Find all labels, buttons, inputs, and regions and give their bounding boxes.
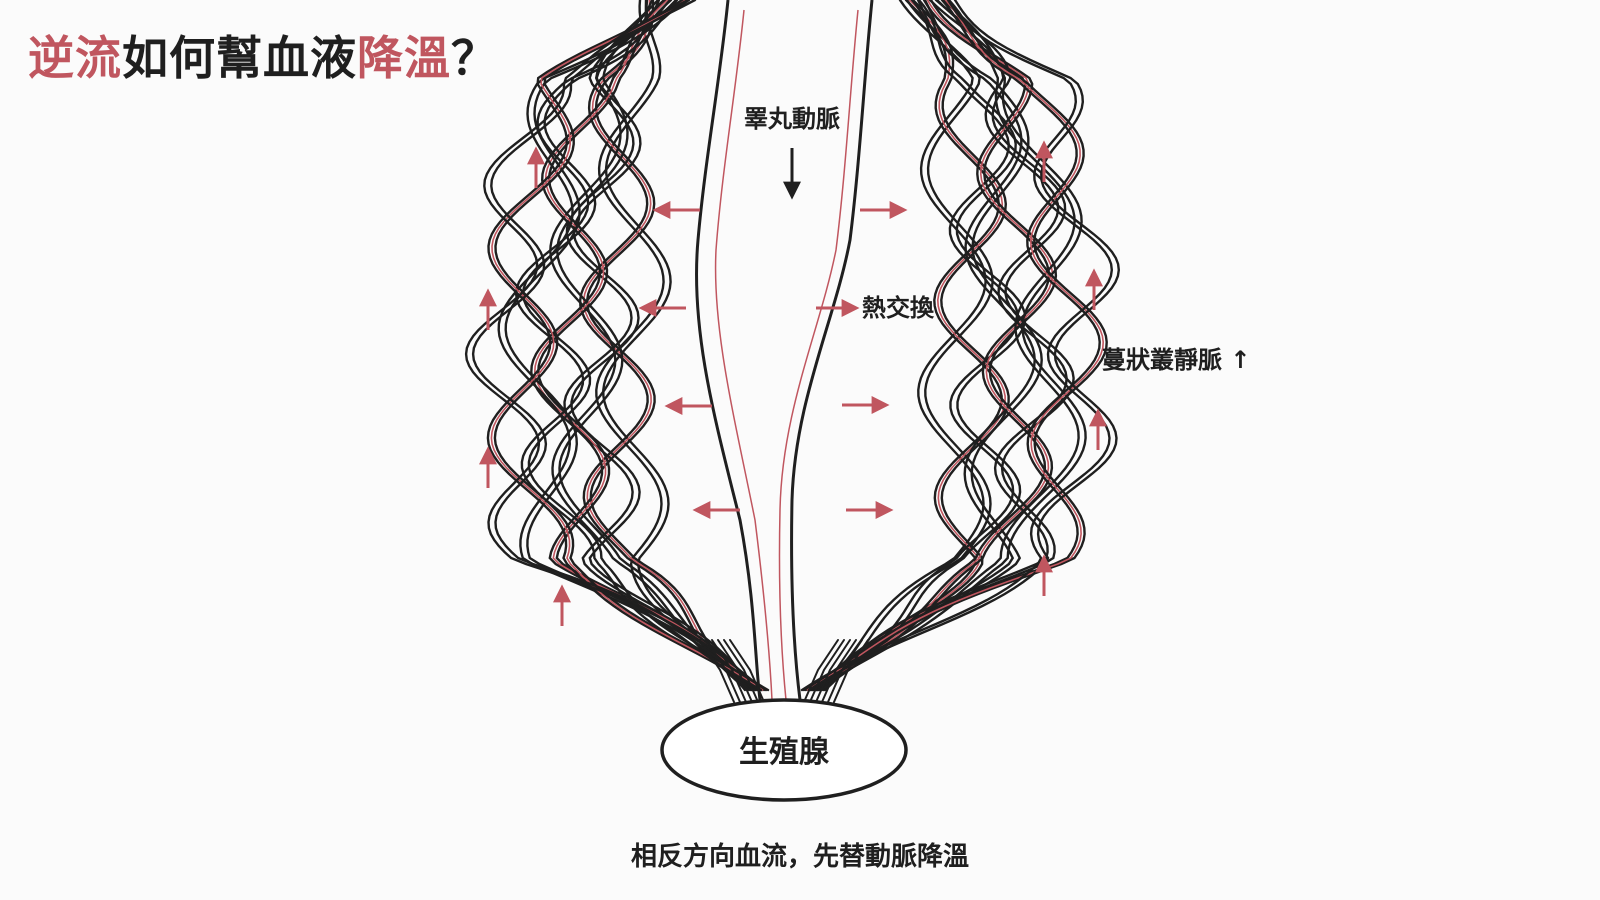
vein-strand [717,639,753,703]
vein-strand [549,0,753,692]
vein-strand [815,639,851,703]
page-title: 逆流如何幫血液降溫？ [28,22,498,88]
vein-strand [803,639,839,703]
title-middle: 如何幫血液 [122,31,357,85]
vein-strand [808,0,1051,692]
heat-arrows-left [638,201,740,519]
gonad: 生殖腺 [660,698,908,802]
venous-flow-arrows [479,140,1107,626]
vein-strand [490,0,764,691]
vein-strand [811,0,1087,692]
vessel-bundle [699,639,869,703]
vein-strand [699,639,735,703]
vein-strand [602,0,754,692]
pampiniform-plexus-left [464,0,770,692]
heat-exchange-label: 熱交換 [862,294,935,322]
title-question: ？ [451,31,498,85]
vein-strand [570,0,758,692]
vein-strand [556,0,760,692]
vein-strand [814,0,1003,692]
vein-strand [809,639,845,703]
vein-strand [705,639,741,703]
vein-strand [833,639,869,703]
testicular-artery [694,0,874,701]
vein-strand [514,0,757,692]
vein-strand [711,639,747,703]
vein-strand [821,0,1010,692]
vein-strand [818,0,1006,691]
vein-strand [821,639,857,703]
title-accent-1: 逆流 [28,31,122,85]
vein-strand [729,639,765,703]
vein-strand [493,0,768,692]
vein-strand [806,0,1068,692]
vein-strand [563,0,751,692]
vein-strand [827,639,863,703]
vein-strand [809,0,1108,692]
vein-strand [817,0,1043,692]
vein-strand [530,0,755,692]
gonad-label: 生殖腺 [739,735,830,770]
vein-strand [723,639,759,703]
vein-strand [815,0,1058,692]
vein-strand [816,0,987,692]
heat-arrows-right [816,201,908,519]
vein-strand [521,0,764,692]
title-accent-2: 降溫 [357,31,451,85]
diagram-caption: 相反方向血流，先替動脈降溫 [630,842,969,872]
pampiniform-plexus-right [800,0,1121,692]
vein-strand [807,0,1121,692]
vein-strand [464,0,763,692]
vein-strand [802,0,1101,692]
vein-strand [800,0,1114,692]
vein-strand [471,0,770,692]
vein-strand [810,0,1036,692]
vein-strand [804,0,1080,692]
artery-label: 睪丸動脈 [744,105,840,133]
plexus-label: 蔓狀叢靜脈 ↑ [1102,346,1250,374]
vein-strand [812,0,1054,691]
